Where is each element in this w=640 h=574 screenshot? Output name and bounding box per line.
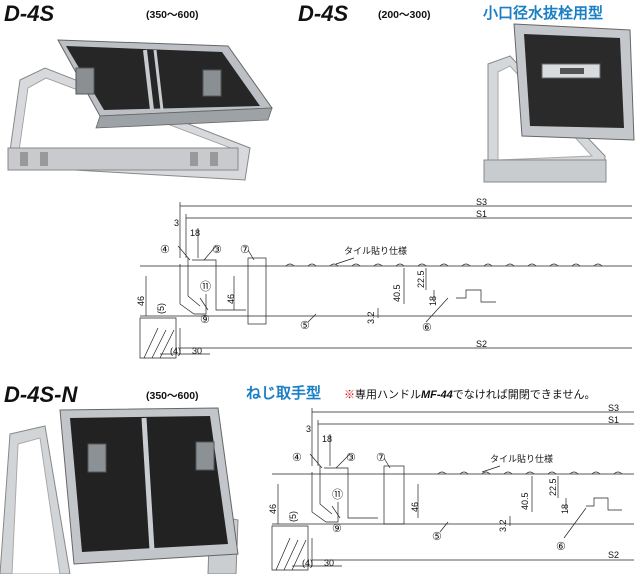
dim-3-2: 3 [306,424,311,434]
note-mark: ※ [344,389,355,401]
dim-4-2: (4) [302,558,313,568]
size-range-2: (200〜300) [378,9,431,21]
dim-225-2: 22.5 [548,478,558,496]
callout-9-2: ⑨ [332,523,342,535]
dim-18-1: 18 [190,228,200,238]
dim-46b-2: 46 [410,502,420,512]
dim-s2-2: S2 [608,550,619,560]
dim-225-1: 22.5 [416,270,426,288]
dim-18b-1: 18 [428,296,438,306]
product-photo-d4s-small [483,23,635,183]
dim-30-2: 30 [324,558,334,568]
size-range-1: (350〜600) [146,9,199,21]
dim-18b-2: 18 [560,504,570,514]
dim-s3-1: S3 [476,197,487,207]
note-text-post: でなければ開閉できません。 [452,389,596,401]
model-title-d4sn: D-4S-N [4,382,78,407]
callout-11-2: ⑪ [332,488,343,501]
callout-7-1: ⑦ [240,244,250,256]
dim-46a-1: 46 [136,296,146,306]
dim-s2-1: S2 [476,339,487,349]
product-photo-d4sn [0,407,239,574]
tile-label-2: タイル貼り仕様 [490,453,553,464]
callout-5-2: ⑤ [432,531,442,543]
note-model: MF-44 [421,389,453,401]
dim-32-2: 3.2 [498,519,508,532]
model-title-d4s-2: D-4S [298,1,349,26]
dim-18-2: 18 [322,434,332,444]
model-title-d4s-1: D-4S [4,1,55,26]
subtitle-small-drain: 小口径水抜栓用型 [483,5,604,22]
dim-5-2: (5) [288,511,298,522]
handle-note: ※専用ハンドルMF-44でなければ開閉できません。 [344,390,595,401]
callout-5-1: ⑤ [300,320,310,332]
callout-11-1: ⑪ [200,280,211,293]
callout-6-2: ⑥ [556,541,566,553]
cross-section-drawing-2: S3 S1 S2 3 18 46 46 40.5 22.5 18 3.2 (5)… [268,403,634,571]
note-text-pre: 専用ハンドル [355,389,421,401]
dim-46a-2: 46 [268,504,278,514]
dim-s3-2: S3 [608,403,619,413]
callout-3-2: ③ [346,452,356,464]
dim-32-1: 3.2 [366,311,376,324]
callout-4-1: ④ [160,244,170,256]
tile-label-1: タイル貼り仕様 [344,245,407,256]
dim-s1-1: S1 [476,209,487,219]
product-photo-d4s [7,39,273,181]
subtitle-screw-handle: ねじ取手型 [246,385,322,402]
callout-6-1: ⑥ [422,322,432,334]
dim-s1-2: S1 [608,415,619,425]
dim-3-1: 3 [174,218,179,228]
dim-4-1: (4) [170,346,181,356]
callout-9-1: ⑨ [200,314,210,326]
dim-405-1: 40.5 [392,284,402,302]
callout-4-2: ④ [292,452,302,464]
size-range-3: (350〜600) [146,390,199,402]
dim-5-1: (5) [156,303,166,314]
dim-405-2: 40.5 [520,492,530,510]
callout-3-1: ③ [212,244,222,256]
dim-46b-1: 46 [226,294,236,304]
callout-7-2: ⑦ [376,452,386,464]
cross-section-drawing-1: S3 S1 S2 3 18 46 46 40.5 22.5 18 3.2 (5)… [136,197,632,359]
dim-30-1: 30 [192,346,202,356]
